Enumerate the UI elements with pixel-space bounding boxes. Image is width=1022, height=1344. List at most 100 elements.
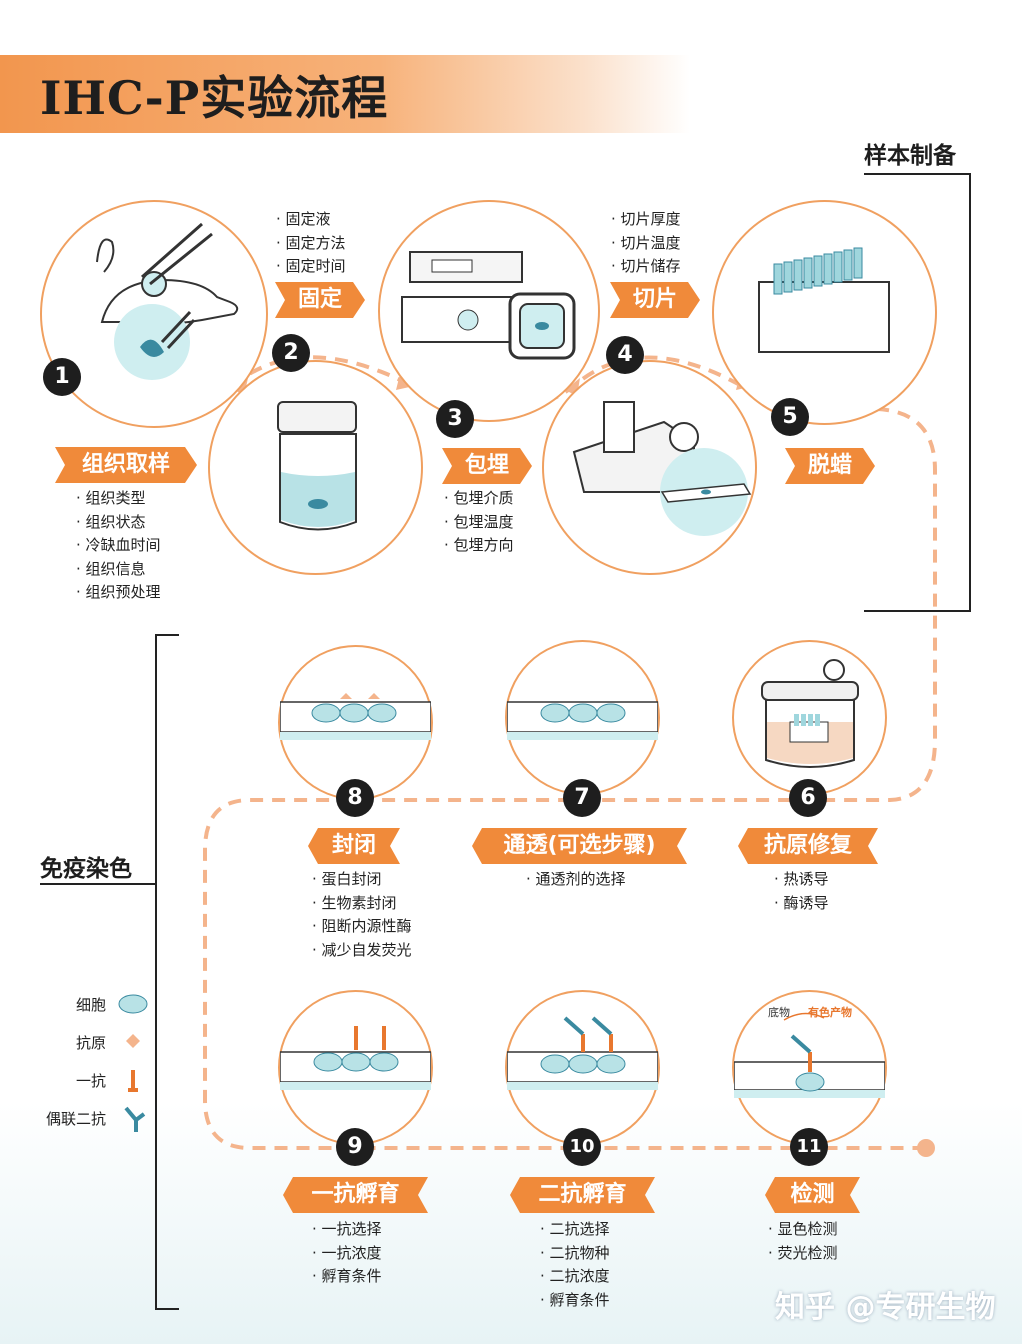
- step-6-bullets: 热诱导 酶诱导: [774, 868, 829, 915]
- step-7-circle: [505, 640, 660, 795]
- step-3-circle: [378, 200, 600, 422]
- step-6-tag: 抗原修复: [738, 828, 878, 864]
- blocking-illustration: [279, 693, 432, 740]
- step-11-circle: [732, 990, 887, 1145]
- legend-label-secondary-antibody: 偶联二抗: [45, 1110, 106, 1128]
- step-4-bullets: 切片厚度 切片温度 切片储存: [611, 208, 681, 279]
- bullet-item: 包埋方向: [444, 534, 514, 558]
- step-9-circle: [278, 990, 433, 1145]
- bullet-item: 切片储存: [611, 255, 681, 279]
- step-5-number: 5: [771, 398, 809, 436]
- bullet-item: 显色检测: [768, 1218, 838, 1242]
- bullet-item: 蛋白封闭: [312, 868, 412, 892]
- section-title-immuno-stain: 免疫染色: [40, 856, 132, 882]
- step-9-tag: 一抗孵育: [283, 1177, 428, 1213]
- bullet-item: 组织类型: [76, 487, 161, 511]
- bullet-item: 一抗选择: [312, 1218, 382, 1242]
- legend-label-primary-antibody: 一抗: [75, 1072, 106, 1090]
- bullet-item: 包埋温度: [444, 511, 514, 535]
- section-title-sample-prep: 样本制备: [864, 143, 956, 169]
- step-4-tag: 切片: [610, 282, 700, 318]
- immuno-stain-underline: [40, 883, 156, 885]
- bullet-item: 切片厚度: [611, 208, 681, 232]
- bullet-item: 组织状态: [76, 511, 161, 535]
- bullet-item: 热诱导: [774, 868, 829, 892]
- microtome-illustration: [572, 401, 752, 536]
- primary-antibody-illustration: [279, 1026, 432, 1090]
- bullet-item: 减少自发荧光: [312, 939, 412, 963]
- step-8-number: 8: [336, 779, 374, 817]
- step-10-circle: [505, 990, 660, 1145]
- bullet-item: 通透剂的选择: [526, 868, 626, 892]
- embedding-station-illustration: [401, 251, 576, 360]
- bullet-item: 二抗浓度: [540, 1265, 610, 1289]
- step-3-number: 3: [436, 400, 474, 438]
- step-4-circle: [542, 360, 757, 575]
- bullet-item: 酶诱导: [774, 892, 829, 916]
- step-10-tag: 二抗孵育: [510, 1177, 655, 1213]
- bullet-item: 荧光检测: [768, 1242, 838, 1266]
- step-1-circle: [40, 200, 268, 428]
- step-7-bullets: 通透剂的选择: [526, 868, 626, 892]
- bullet-item: 生物素封闭: [312, 892, 412, 916]
- mouse-dissection-illustration: [96, 222, 239, 380]
- step-1-bullets: 组织类型 组织状态 冷缺血时间 组织信息 组织预处理: [76, 487, 161, 605]
- legend-label-cell: 细胞: [75, 996, 106, 1014]
- step-1-tag: 组织取样: [55, 447, 197, 483]
- fixative-jar-illustration: [277, 401, 357, 531]
- step-2-number: 2: [272, 334, 310, 372]
- step-7-number: 7: [563, 779, 601, 817]
- step-6-circle: [732, 640, 887, 795]
- step-7-tag: 通透(可选步骤): [472, 828, 687, 864]
- bullet-item: 切片温度: [611, 232, 681, 256]
- step-5-circle: [712, 200, 937, 425]
- bullet-item: 组织信息: [76, 558, 161, 582]
- step-5-tag: 脱蜡: [785, 448, 875, 484]
- immuno-stain-bracket: [155, 634, 179, 1310]
- bullet-item: 固定液: [276, 208, 346, 232]
- step-4-number: 4: [606, 336, 644, 374]
- watermark: 知乎 @专研生物: [775, 1290, 996, 1325]
- step-8-circle: [278, 645, 433, 800]
- step-10-number: 10: [563, 1128, 601, 1166]
- step-9-number: 9: [336, 1128, 374, 1166]
- step-6-number: 6: [789, 779, 827, 817]
- legend-label-antigen: 抗原: [75, 1034, 106, 1052]
- step-10-bullets: 二抗选择 二抗物种 二抗浓度 孵育条件: [540, 1218, 610, 1312]
- page-title: IHC-P实验流程: [40, 71, 389, 125]
- step-2-tag: 固定: [275, 282, 365, 318]
- conjugated-secondary-antibody-icon: [124, 1106, 146, 1132]
- bullet-item: 固定方法: [276, 232, 346, 256]
- bullet-item: 固定时间: [276, 255, 346, 279]
- permeabilization-illustration: [506, 701, 659, 740]
- step-2-circle: [208, 360, 423, 575]
- step-11-tag: 检测: [765, 1177, 860, 1213]
- step-1-number: 1: [43, 358, 81, 396]
- bullet-item: 包埋介质: [444, 487, 514, 511]
- substrate-label: 底物: [768, 1006, 790, 1019]
- bullet-item: 一抗浓度: [312, 1242, 382, 1266]
- pressure-cooker-illustration: [761, 659, 859, 768]
- antigen-icon: [126, 1034, 140, 1048]
- bullet-item: 冷缺血时间: [76, 534, 161, 558]
- bullet-item: 二抗选择: [540, 1218, 610, 1242]
- step-3-tag: 包埋: [442, 448, 532, 484]
- step-8-bullets: 蛋白封闭 生物素封闭 阻断内源性酶 减少自发荧光: [312, 868, 412, 962]
- sample-prep-bracket: [864, 173, 971, 612]
- step-2-bullets: 固定液 固定方法 固定时间: [276, 208, 346, 279]
- secondary-antibody-illustration: [506, 1016, 659, 1090]
- cell-icon: [118, 994, 148, 1014]
- step-11-number: 11: [790, 1128, 828, 1166]
- bullet-item: 孵育条件: [540, 1289, 610, 1313]
- primary-antibody-icon: [128, 1070, 138, 1092]
- bullet-item: 阻断内源性酶: [312, 915, 412, 939]
- product-label: 有色产物: [808, 1006, 852, 1019]
- dewaxing-rack-illustration: [758, 247, 890, 353]
- step-3-bullets: 包埋介质 包埋温度 包埋方向: [444, 487, 514, 558]
- bullet-item: 孵育条件: [312, 1265, 382, 1289]
- flow-end-dot: [917, 1139, 935, 1157]
- bullet-item: 二抗物种: [540, 1242, 610, 1266]
- title-bar: [0, 55, 690, 133]
- bullet-item: 组织预处理: [76, 581, 161, 605]
- step-8-tag: 封闭: [308, 828, 400, 864]
